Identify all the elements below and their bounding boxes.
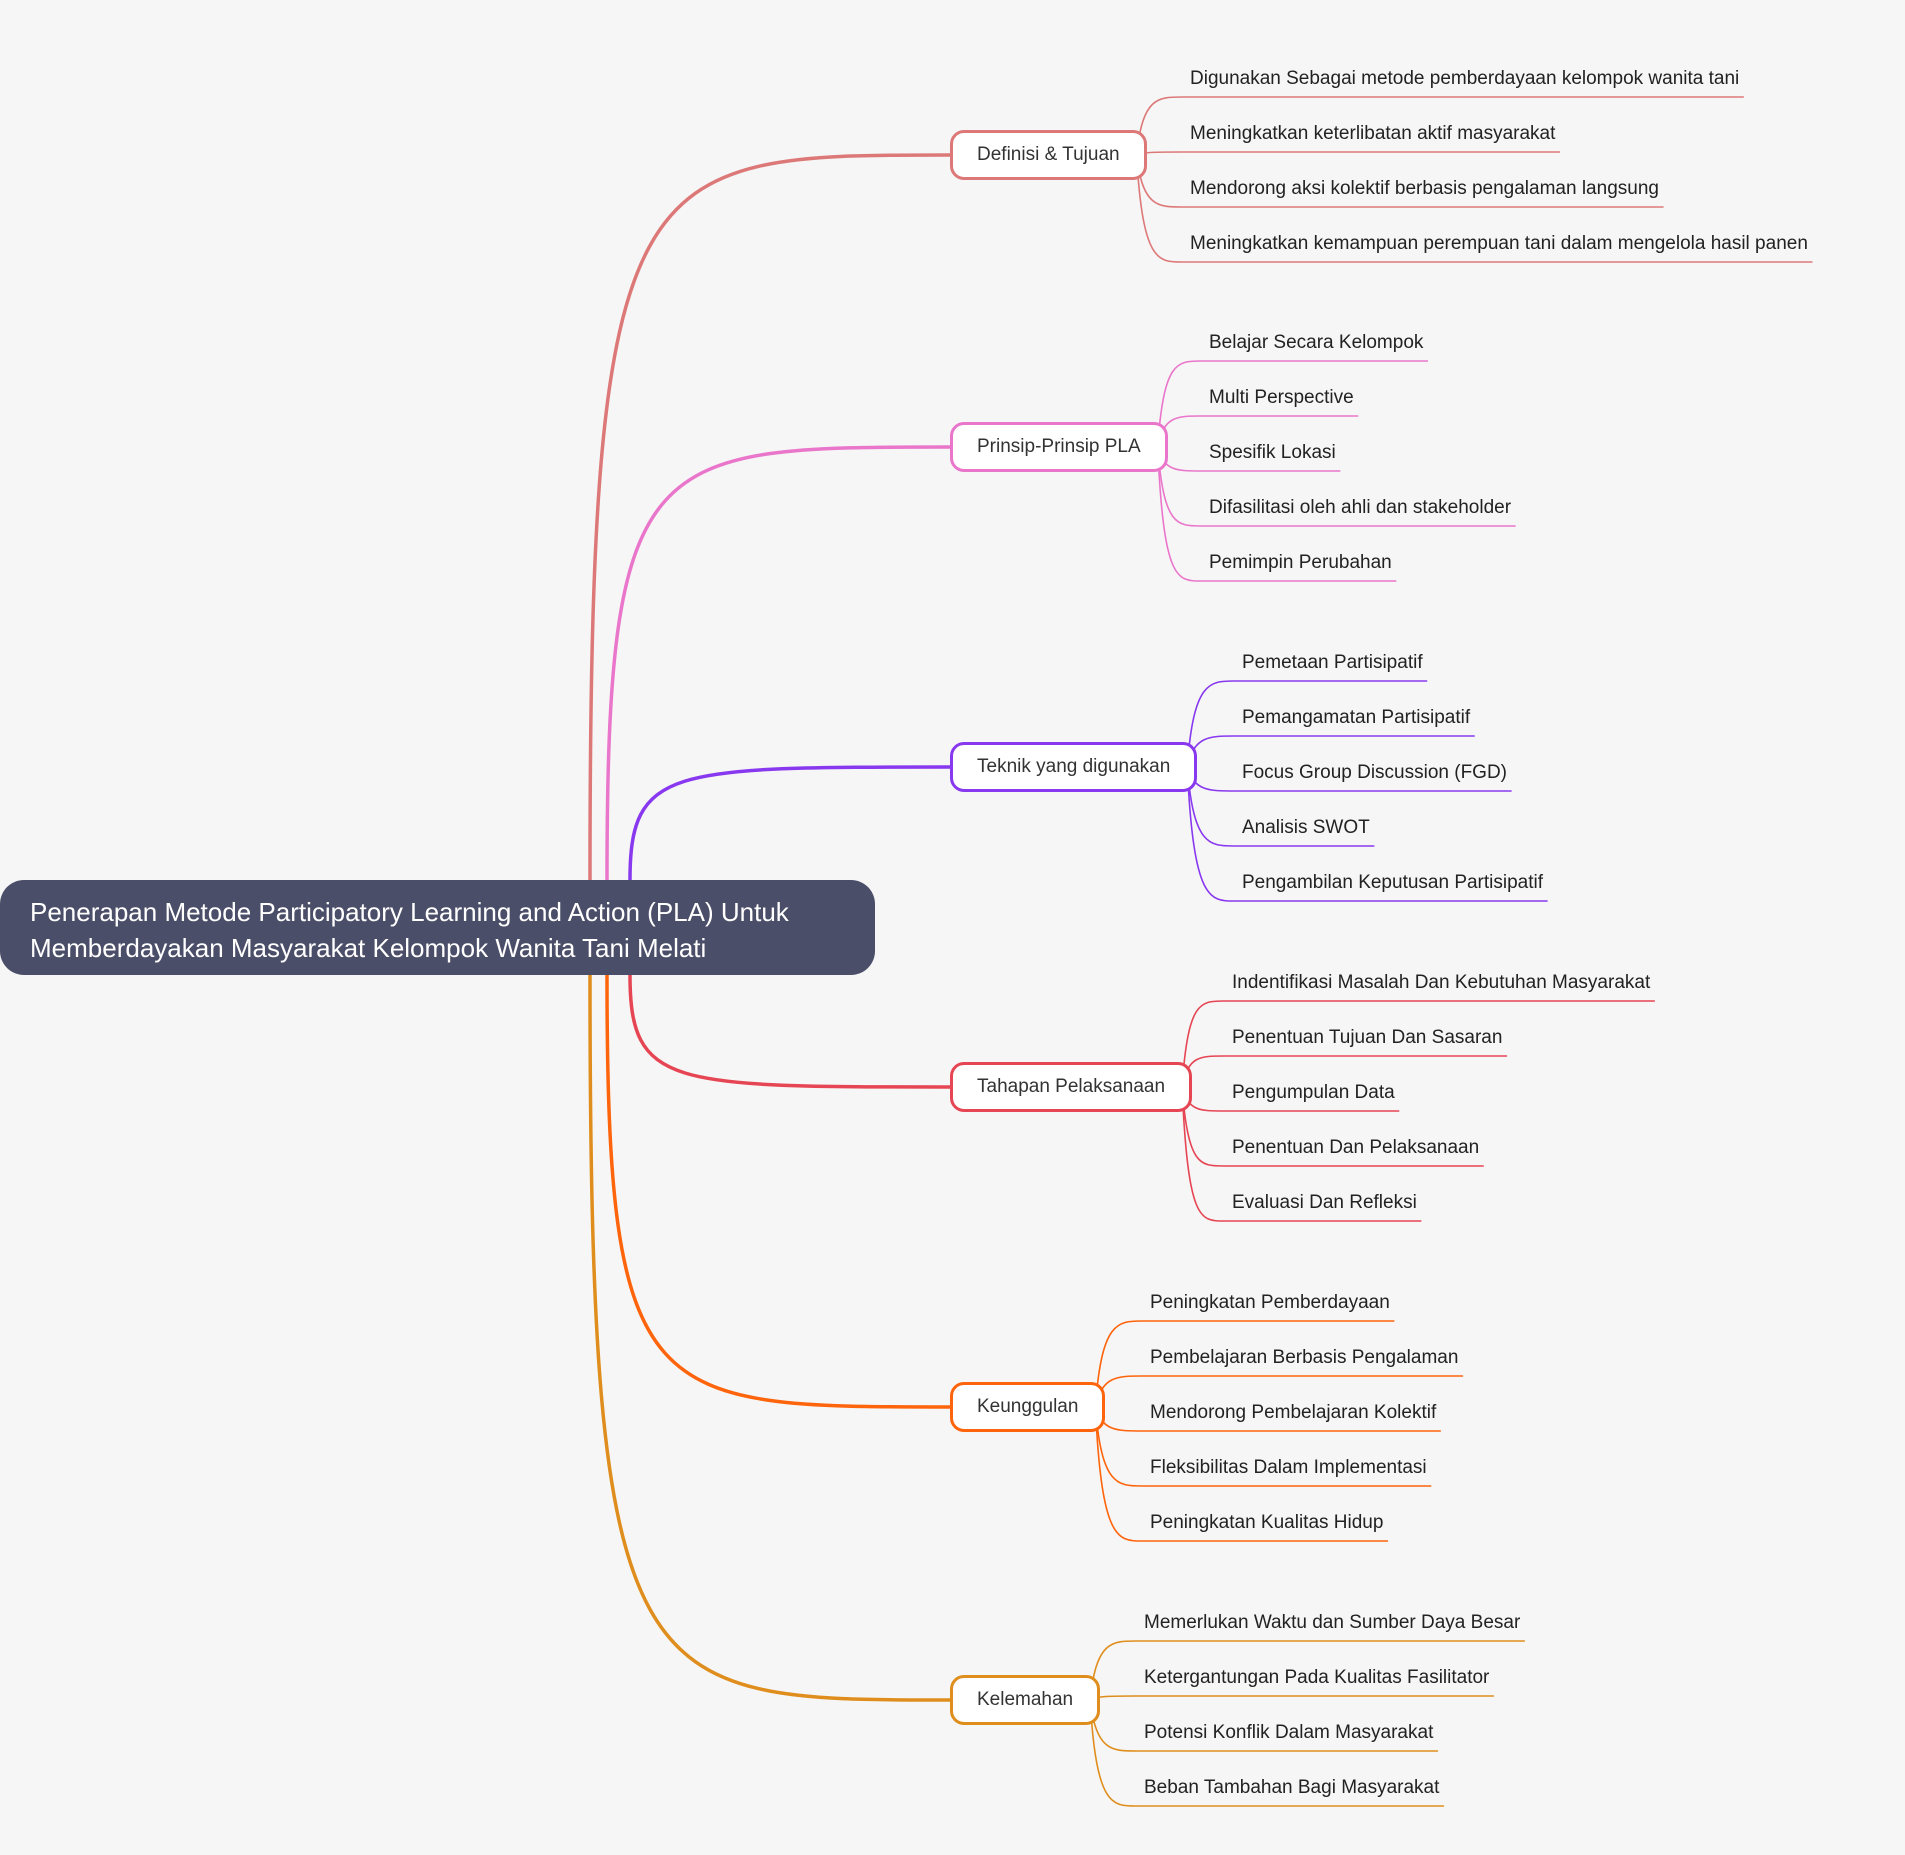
leaf-item[interactable]: Potensi Konflik Dalam Masyarakat: [1144, 1722, 1434, 1743]
leaf-item[interactable]: Belajar Secara Kelompok: [1209, 332, 1424, 353]
leaf-connector: [1094, 1406, 1389, 1542]
leaf-connector: [1094, 1406, 1432, 1487]
branch-kelemahan[interactable]: Kelemahan: [950, 1675, 1101, 1725]
leaf-connector: [1135, 151, 1561, 156]
branch-connector: [588, 153, 952, 882]
leaf-item[interactable]: Peningkatan Pemberdayaan: [1150, 1292, 1390, 1313]
leaf-item[interactable]: Pengumpulan Data: [1232, 1082, 1395, 1103]
root-topic-line-2: Memberdayakan Masyarakat Kelompok Wanita…: [30, 933, 707, 963]
branch-definisi-tujuan[interactable]: Definisi & Tujuan: [950, 130, 1147, 180]
branch-keunggulan[interactable]: Keunggulan: [950, 1382, 1106, 1432]
branch-connector: [628, 765, 952, 882]
leaf-connector: [1186, 766, 1375, 847]
leaf-item[interactable]: Meningkatkan kemampuan perempuan tani da…: [1190, 233, 1808, 254]
branch-teknik[interactable]: Teknik yang digunakan: [950, 742, 1198, 792]
leaf-connector: [1156, 446, 1516, 527]
leaf-connector: [1135, 154, 1813, 263]
leaf-item[interactable]: Memerlukan Waktu dan Sumber Daya Besar: [1144, 1612, 1521, 1633]
leaf-item[interactable]: Spesifik Lokasi: [1209, 442, 1336, 463]
leaf-item[interactable]: Pembelajaran Berbasis Pengalaman: [1150, 1347, 1459, 1368]
branch-connector: [605, 973, 952, 1409]
leaf-connector: [1089, 1695, 1495, 1701]
branch-connector: [588, 973, 952, 1702]
leaf-connector: [1156, 446, 1397, 582]
leaf-item[interactable]: Focus Group Discussion (FGD): [1242, 762, 1508, 783]
branch-connector: [605, 445, 952, 882]
leaf-item[interactable]: Pengambilan Keputusan Partisipatif: [1242, 872, 1544, 893]
branch-connector: [628, 973, 952, 1089]
leaf-item[interactable]: Digunakan Sebagai metode pemberdayaan ke…: [1190, 68, 1740, 89]
leaf-item[interactable]: Ketergantungan Pada Kualitas Fasilitator: [1144, 1667, 1490, 1688]
leaf-item[interactable]: Indentifikasi Masalah Dan Kebutuhan Masy…: [1232, 972, 1651, 993]
leaf-item[interactable]: Meningkatkan keterlibatan aktif masyarak…: [1190, 123, 1556, 144]
leaf-item[interactable]: Peningkatan Kualitas Hidup: [1150, 1512, 1384, 1533]
leaf-item[interactable]: Beban Tambahan Bagi Masyarakat: [1144, 1777, 1440, 1798]
branch-prinsip-pla[interactable]: Prinsip-Prinsip PLA: [950, 422, 1168, 472]
leaf-connector: [1089, 1699, 1445, 1807]
leaf-item[interactable]: Penentuan Tujuan Dan Sasaran: [1232, 1027, 1503, 1048]
leaf-connector: [1156, 360, 1429, 448]
leaf-connector: [1181, 1086, 1484, 1167]
leaf-item[interactable]: Fleksibilitas Dalam Implementasi: [1150, 1457, 1427, 1478]
leaf-item[interactable]: Pemangamatan Partisipatif: [1242, 707, 1471, 728]
leaf-item[interactable]: Pemetaan Partisipatif: [1242, 652, 1423, 673]
leaf-connector: [1094, 1320, 1395, 1408]
leaf-item[interactable]: Pemimpin Perubahan: [1209, 552, 1392, 573]
leaf-item[interactable]: Multi Perspective: [1209, 387, 1354, 408]
leaf-item[interactable]: Mendorong Pembelajaran Kolektif: [1150, 1402, 1437, 1423]
root-topic[interactable]: Penerapan Metode Participatory Learning …: [0, 880, 875, 975]
root-topic-line-1: Penerapan Metode Participatory Learning …: [30, 897, 789, 927]
leaf-item[interactable]: Penentuan Dan Pelaksanaan: [1232, 1137, 1480, 1158]
leaf-connector: [1186, 766, 1548, 902]
leaf-item[interactable]: Evaluasi Dan Refleksi: [1232, 1192, 1417, 1213]
branch-tahapan[interactable]: Tahapan Pelaksanaan: [950, 1062, 1193, 1112]
leaf-connector: [1186, 680, 1428, 768]
leaf-connector: [1181, 1086, 1422, 1222]
leaf-connector: [1181, 1000, 1656, 1088]
leaf-item[interactable]: Mendorong aksi kolektif berbasis pengala…: [1190, 178, 1659, 199]
leaf-item[interactable]: Difasilitasi oleh ahli dan stakeholder: [1209, 497, 1512, 518]
leaf-item[interactable]: Analisis SWOT: [1242, 817, 1370, 838]
